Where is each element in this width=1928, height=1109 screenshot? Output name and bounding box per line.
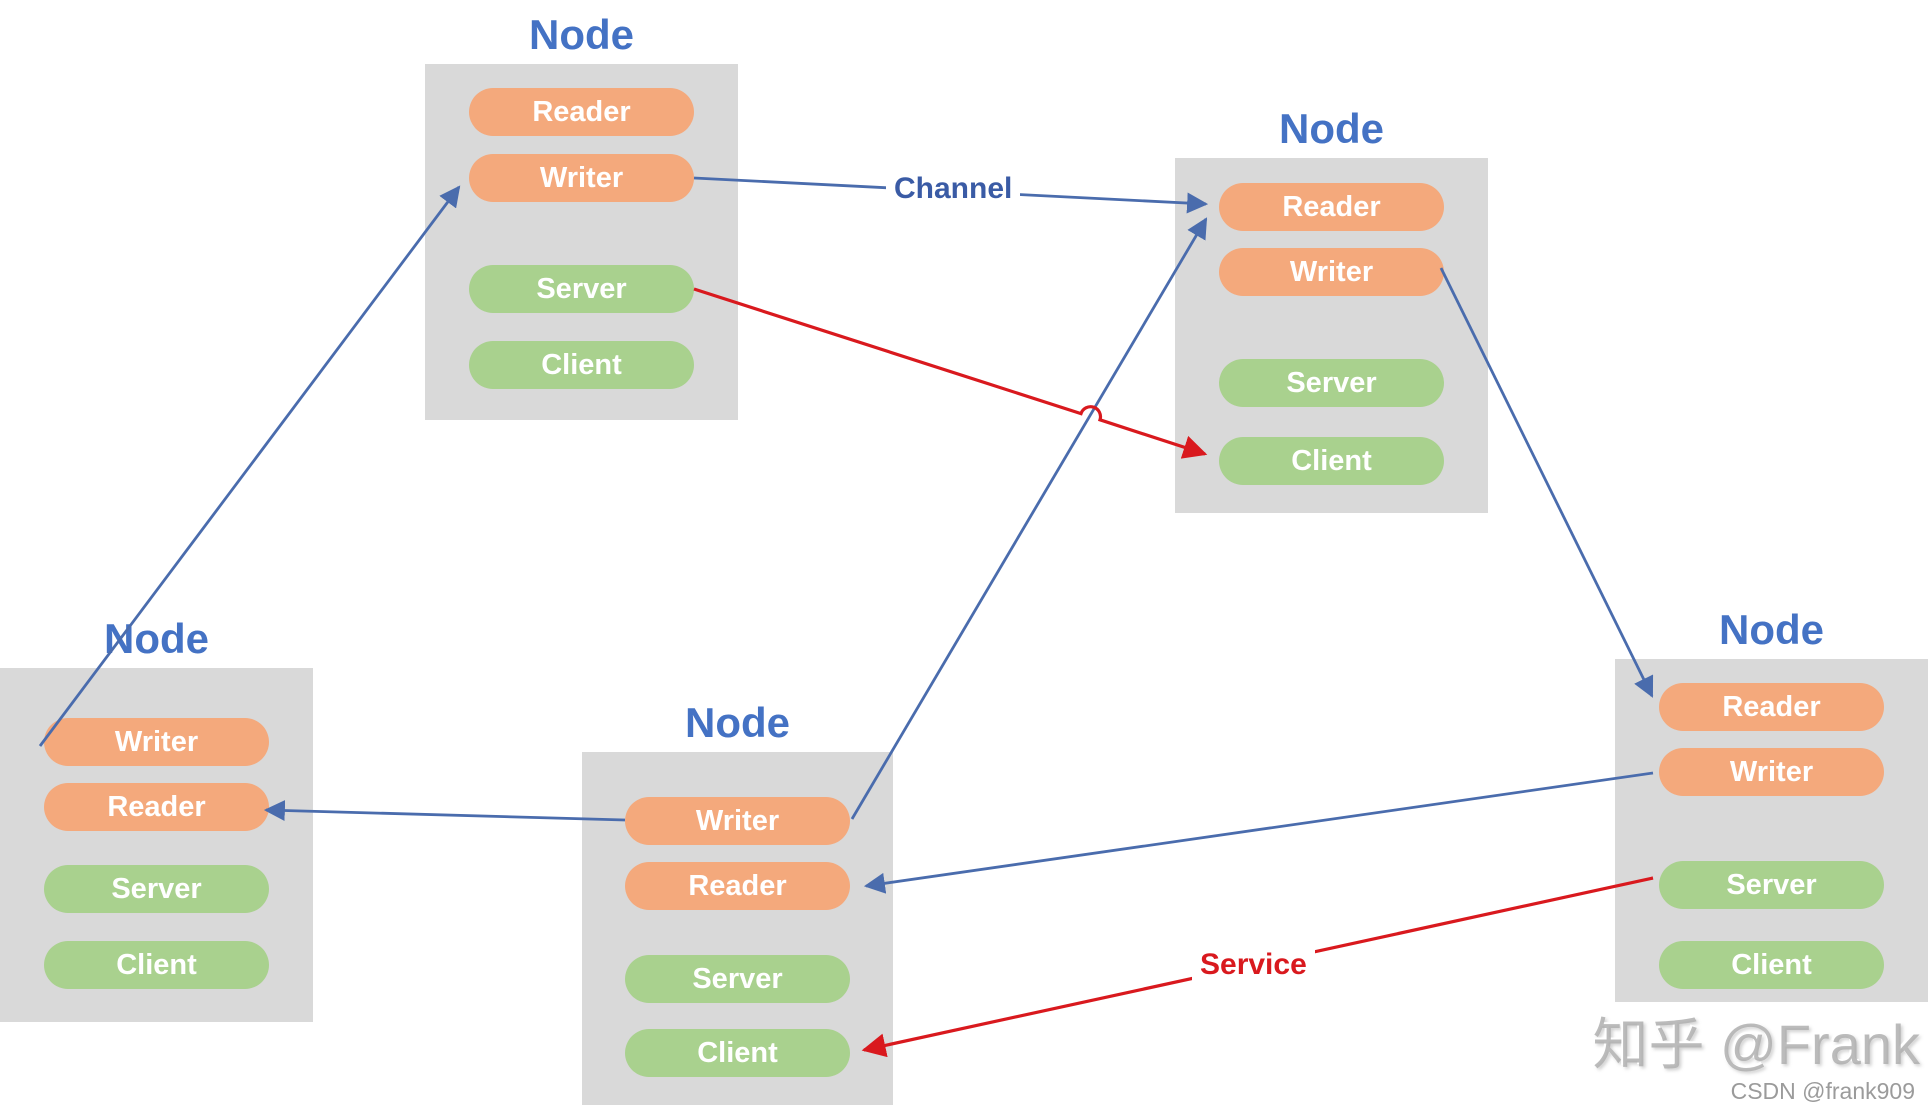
channel-label: Channel [886,172,1021,206]
writer-pill: Writer [1219,248,1444,296]
client-pill: Client [469,341,694,389]
edge-channel-bottomright-writer-to-middle-reader [863,771,1654,894]
reader-pill: Reader [44,783,269,831]
reader-pill: Reader [469,88,694,136]
zhihu-watermark: 知乎 @Frank [1592,1013,1920,1076]
client-pill: Client [1219,437,1444,485]
writer-pill: Writer [625,797,850,845]
server-pill: Server [1219,359,1444,407]
client-pill: Client [625,1029,850,1077]
server-pill: Server [625,955,850,1003]
reader-pill: Reader [1219,183,1444,231]
writer-pill: Writer [1659,748,1884,796]
reader-pill: Reader [625,862,850,910]
reader-pill: Reader [1659,683,1884,731]
server-pill: Server [469,265,694,313]
client-pill: Client [44,941,269,989]
node-top-right: Node Reader Writer Server Client [1175,105,1488,513]
node-title: Node [685,699,790,746]
node-bottom-right: Node Reader Writer Server Client [1615,606,1928,1002]
server-pill: Server [1659,861,1884,909]
client-pill: Client [1659,941,1884,989]
server-pill: Server [44,865,269,913]
edge-channel-middle-writer-to-left-reader [263,800,626,822]
node-title: Node [1279,105,1384,152]
node-middle: Node Writer Reader Server Client [582,699,893,1105]
node-title: Node [104,615,209,662]
csdn-watermark: CSDN @frank909 [1730,1078,1915,1104]
node-title: Node [529,11,634,58]
node-top-left: Node Reader Writer Server Client [425,11,738,420]
service-label: Service [1192,948,1315,982]
edge-service-topleft-server-to-topright-client [693,287,1208,459]
node-title: Node [1719,606,1824,653]
writer-pill: Writer [44,718,269,766]
node-left: Node Writer Reader Server Client [0,615,313,1022]
edge-channel-middle-writer-to-topright-reader [850,217,1208,820]
writer-pill: Writer [469,154,694,202]
